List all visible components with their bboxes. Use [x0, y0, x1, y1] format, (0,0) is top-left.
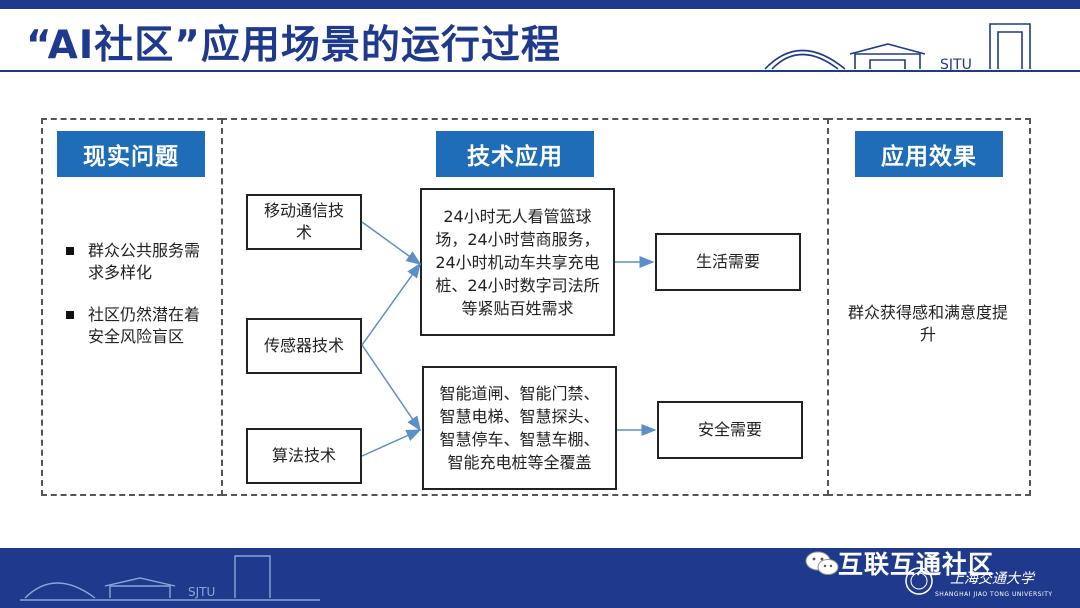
university-name: 上海交通大学: [950, 571, 1034, 587]
node-life-need: 生活需要: [655, 233, 801, 291]
page-title: “AI社区”应用场景的运行过程: [26, 23, 561, 68]
title-rule: [0, 70, 1080, 72]
node-algorithm: 算法技术: [246, 428, 362, 484]
reality-list: 群众公共服务需求多样化 社区仍然潜在着安全风险盲区: [66, 240, 206, 368]
arrow-sensor-to-service: [361, 262, 421, 346]
top-bar: [0, 0, 1080, 9]
university-english-name: SHANGHAI JIAO TONG UNIVERSITY: [935, 591, 1053, 598]
node-mobile-communication: 移动通信技术: [246, 194, 362, 250]
list-item: 社区仍然潜在着安全风险盲区: [66, 304, 206, 348]
sjtu-gate-logo-icon: SJTU: [760, 23, 1080, 73]
node-sensor: 传感器技术: [246, 318, 362, 374]
header-technology: 技术应用: [436, 131, 594, 177]
bottom-gate-logo-icon: SJTU: [20, 555, 320, 601]
wechat-icon: [805, 551, 839, 575]
bottom-bar: [0, 548, 1080, 608]
node-security-description: 智能道闸、智能门禁、智慧电梯、智慧探头、智慧停车、智慧车棚、智能充电桩等全覆盖: [422, 366, 617, 490]
arrow-algorithm-to-security: [361, 429, 422, 457]
node-safety-need: 安全需要: [657, 401, 803, 459]
bottom-logo-text: SJTU: [188, 585, 215, 599]
university-seal-icon: [905, 567, 933, 595]
effect-text: 群众获得感和满意度提升: [848, 303, 1009, 344]
list-item-text: 群众公共服务需求多样化: [88, 241, 201, 282]
logo-text: SJTU: [940, 57, 972, 73]
bullet-square-icon: [66, 311, 74, 319]
bullet-square-icon: [66, 247, 74, 255]
node-service-description: 24小时无人看管篮球场，24小时营商服务，24小时机动车共享充电桩、24小时数字…: [420, 188, 615, 336]
arrow-mobile-to-service: [361, 221, 422, 265]
panel-effect: [827, 118, 1031, 496]
header-effect: 应用效果: [855, 131, 1003, 177]
list-item: 群众公共服务需求多样化: [66, 240, 206, 284]
arrow-sensor-to-security: [361, 344, 421, 432]
header-reality: 现实问题: [57, 131, 205, 177]
list-item-text: 社区仍然潜在着安全风险盲区: [88, 305, 201, 346]
